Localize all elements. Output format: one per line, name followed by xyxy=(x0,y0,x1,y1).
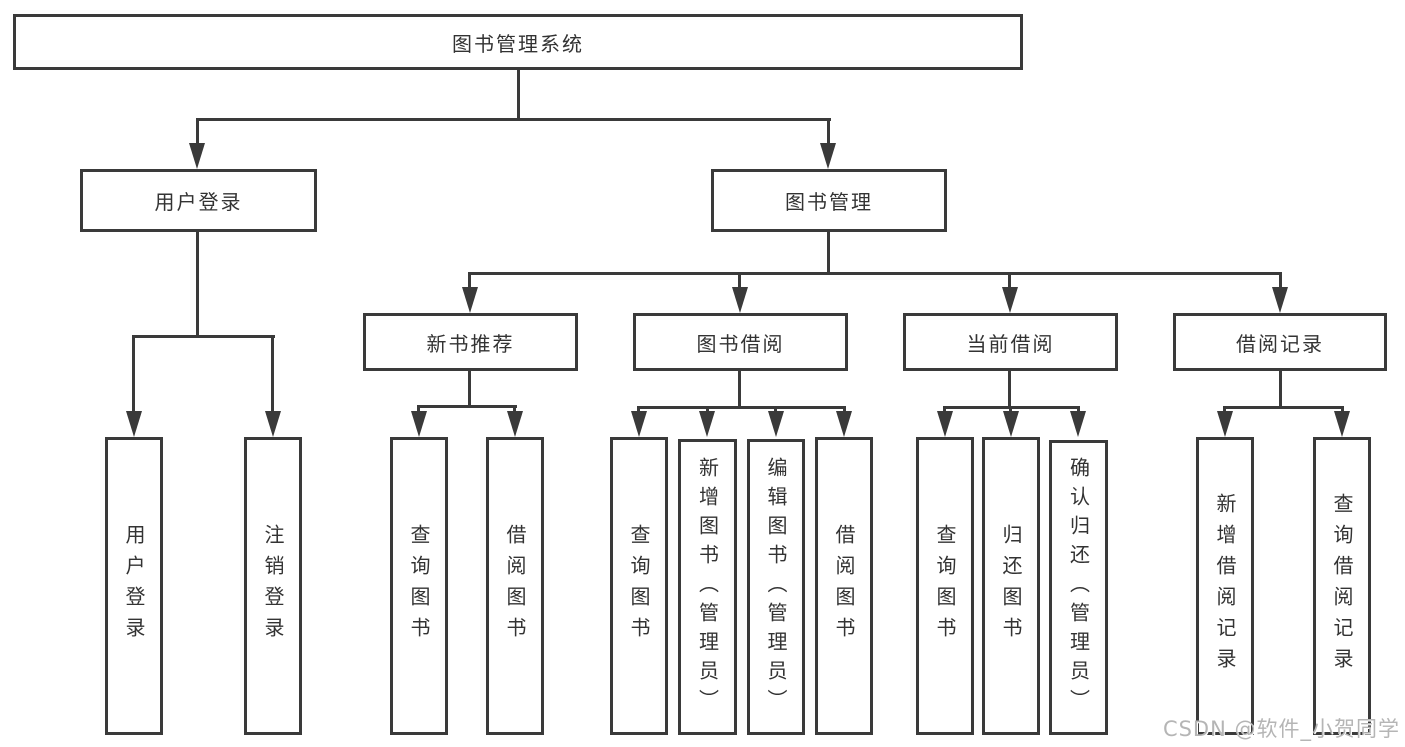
connector-leaf-drop xyxy=(1341,406,1344,414)
leaf-confirm-return-admin: 确认归还（管理员） xyxy=(1049,440,1108,735)
connector-group-bar xyxy=(637,406,846,409)
leaf-return-book: 归还图书 xyxy=(982,437,1040,735)
connector-user-branch-stem xyxy=(196,232,199,338)
connector-leaf-drop xyxy=(132,335,135,413)
leaf-query-books-borrow: 查询图书 xyxy=(610,437,668,735)
leaf-add-borrow-record: 新增借阅记录 xyxy=(1196,437,1254,735)
connector-leaf-drop xyxy=(513,405,516,414)
connector-leaf-drop xyxy=(774,406,777,414)
arrow-down-icon xyxy=(1070,411,1086,437)
leaf-borrow-books-borrow: 借阅图书 xyxy=(815,437,873,735)
arrow-down-icon xyxy=(265,411,281,437)
connector-book-mgmt-drop xyxy=(827,118,830,146)
connector-level2-bar xyxy=(196,118,831,121)
connector-leaf-drop xyxy=(943,406,946,414)
connector-leaf-drop xyxy=(271,335,274,413)
connector-user-branch-bar xyxy=(133,335,275,338)
arrow-down-icon xyxy=(937,411,953,437)
connector-leaf-drop xyxy=(843,406,846,414)
leaf-add-book-admin: 新增图书（管理员） xyxy=(678,439,737,735)
node-book-borrow: 图书借阅 xyxy=(633,313,848,371)
node-new-book-recommend: 新书推荐 xyxy=(363,313,578,371)
connector-group-stem xyxy=(1008,371,1011,409)
arrow-down-icon xyxy=(1003,411,1019,437)
arrow-down-icon xyxy=(768,411,784,437)
node-book-management-label: 图书管理 xyxy=(785,190,873,214)
connector-leaf-drop xyxy=(1009,406,1012,414)
connector-group-stem xyxy=(468,371,471,408)
connector-level3-drop xyxy=(1279,272,1282,290)
connector-leaf-drop xyxy=(1077,406,1080,414)
arrow-down-icon xyxy=(836,411,852,437)
arrow-down-icon xyxy=(631,411,647,437)
leaf-borrow-books-recommend: 借阅图书 xyxy=(486,437,544,735)
node-root: 图书管理系统 xyxy=(13,14,1023,70)
arrow-down-icon xyxy=(507,411,523,437)
arrow-down-icon xyxy=(1217,411,1233,437)
node-current-borrow: 当前借阅 xyxy=(903,313,1118,371)
arrow-down-icon xyxy=(189,143,205,169)
connector-group-stem xyxy=(1279,371,1282,409)
node-book-management: 图书管理 xyxy=(711,169,947,232)
leaf-logout: 注销登录 xyxy=(244,437,302,735)
node-user-login-branch: 用户登录 xyxy=(80,169,317,232)
connector-root-stem xyxy=(517,69,520,121)
connector-level3-drop xyxy=(738,272,741,290)
connector-group-stem xyxy=(738,371,741,409)
arrow-down-icon xyxy=(462,287,478,313)
node-user-login-label: 用户登录 xyxy=(154,190,243,214)
arrow-down-icon xyxy=(411,411,427,437)
node-borrow-records: 借阅记录 xyxy=(1173,313,1387,371)
leaf-edit-book-admin: 编辑图书（管理员） xyxy=(747,439,805,735)
arrow-down-icon xyxy=(732,287,748,313)
leaf-user-login: 用户登录 xyxy=(105,437,163,735)
connector-level3-drop xyxy=(468,272,471,290)
arrow-down-icon xyxy=(1272,287,1288,313)
connector-level3-drop xyxy=(1008,272,1011,290)
connector-leaf-drop xyxy=(706,406,709,414)
arrow-down-icon xyxy=(699,411,715,437)
connector-mgmt-stem xyxy=(827,232,830,275)
connector-user-login-drop xyxy=(196,118,199,146)
leaf-query-books-current: 查询图书 xyxy=(916,437,974,735)
node-root-label: 图书管理系统 xyxy=(452,31,584,56)
arrow-down-icon xyxy=(1334,411,1350,437)
connector-leaf-drop xyxy=(417,405,420,414)
leaf-query-books-recommend: 查询图书 xyxy=(390,437,448,735)
connector-level3-bar xyxy=(468,272,1282,275)
connector-leaf-drop xyxy=(1223,406,1226,414)
leaf-query-borrow-record: 查询借阅记录 xyxy=(1313,437,1371,735)
arrow-down-icon xyxy=(820,143,836,169)
connector-leaf-drop xyxy=(637,406,640,414)
connector-group-bar xyxy=(417,405,517,408)
arrow-down-icon xyxy=(126,411,142,437)
csdn-watermark: CSDN @软件_小贺同学 xyxy=(1162,717,1400,741)
connector-group-bar xyxy=(1223,406,1344,409)
arrow-down-icon xyxy=(1002,287,1018,313)
